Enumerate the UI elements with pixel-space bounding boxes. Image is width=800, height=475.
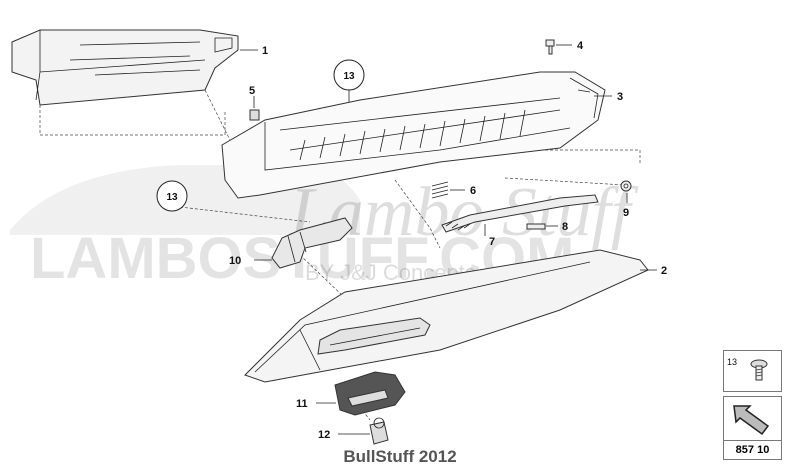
copyright-text: BullStuff 2012 xyxy=(343,447,457,466)
part-lock-11 xyxy=(334,371,406,416)
callout-7: 7 xyxy=(489,236,495,248)
callout-11: 11 xyxy=(296,398,308,410)
callout-3: 3 xyxy=(617,91,623,103)
watermark-script: Lambo Stuff xyxy=(289,174,639,251)
part-tray xyxy=(221,71,606,199)
hardware-box-number: 13 xyxy=(727,357,738,367)
callout-6: 6 xyxy=(470,185,476,197)
circled-ref-upper: 13 xyxy=(333,59,365,91)
part-nut-9 xyxy=(620,180,632,192)
part-pin-8 xyxy=(526,223,546,230)
callout-12: 12 xyxy=(318,429,330,441)
part-screw-4 xyxy=(545,39,555,55)
circled-ref-upper-label: 13 xyxy=(343,71,355,82)
part-spring-6 xyxy=(431,181,449,199)
callout-10: 10 xyxy=(229,255,241,267)
hardware-box: 13 xyxy=(723,350,782,392)
part-clip-5 xyxy=(249,109,260,121)
circled-ref-lower-label: 13 xyxy=(166,192,178,203)
callout-4: 4 xyxy=(577,40,584,52)
callout-9: 9 xyxy=(623,207,629,219)
part-housing xyxy=(11,29,239,106)
screw-icon xyxy=(750,359,768,381)
callout-1: 1 xyxy=(262,45,268,57)
arrow-icon xyxy=(733,405,770,436)
circled-ref-lower: 13 xyxy=(156,180,188,212)
callout-5: 5 xyxy=(249,85,255,97)
callout-2: 2 xyxy=(661,265,667,277)
page-reference-number: 857 10 xyxy=(724,440,781,459)
callout-8: 8 xyxy=(562,221,568,233)
part-bracket-10 xyxy=(271,217,353,269)
part-rod-7 xyxy=(441,194,599,233)
part-cylinder-12 xyxy=(369,417,389,445)
page-reference-box: 857 10 xyxy=(723,396,782,460)
